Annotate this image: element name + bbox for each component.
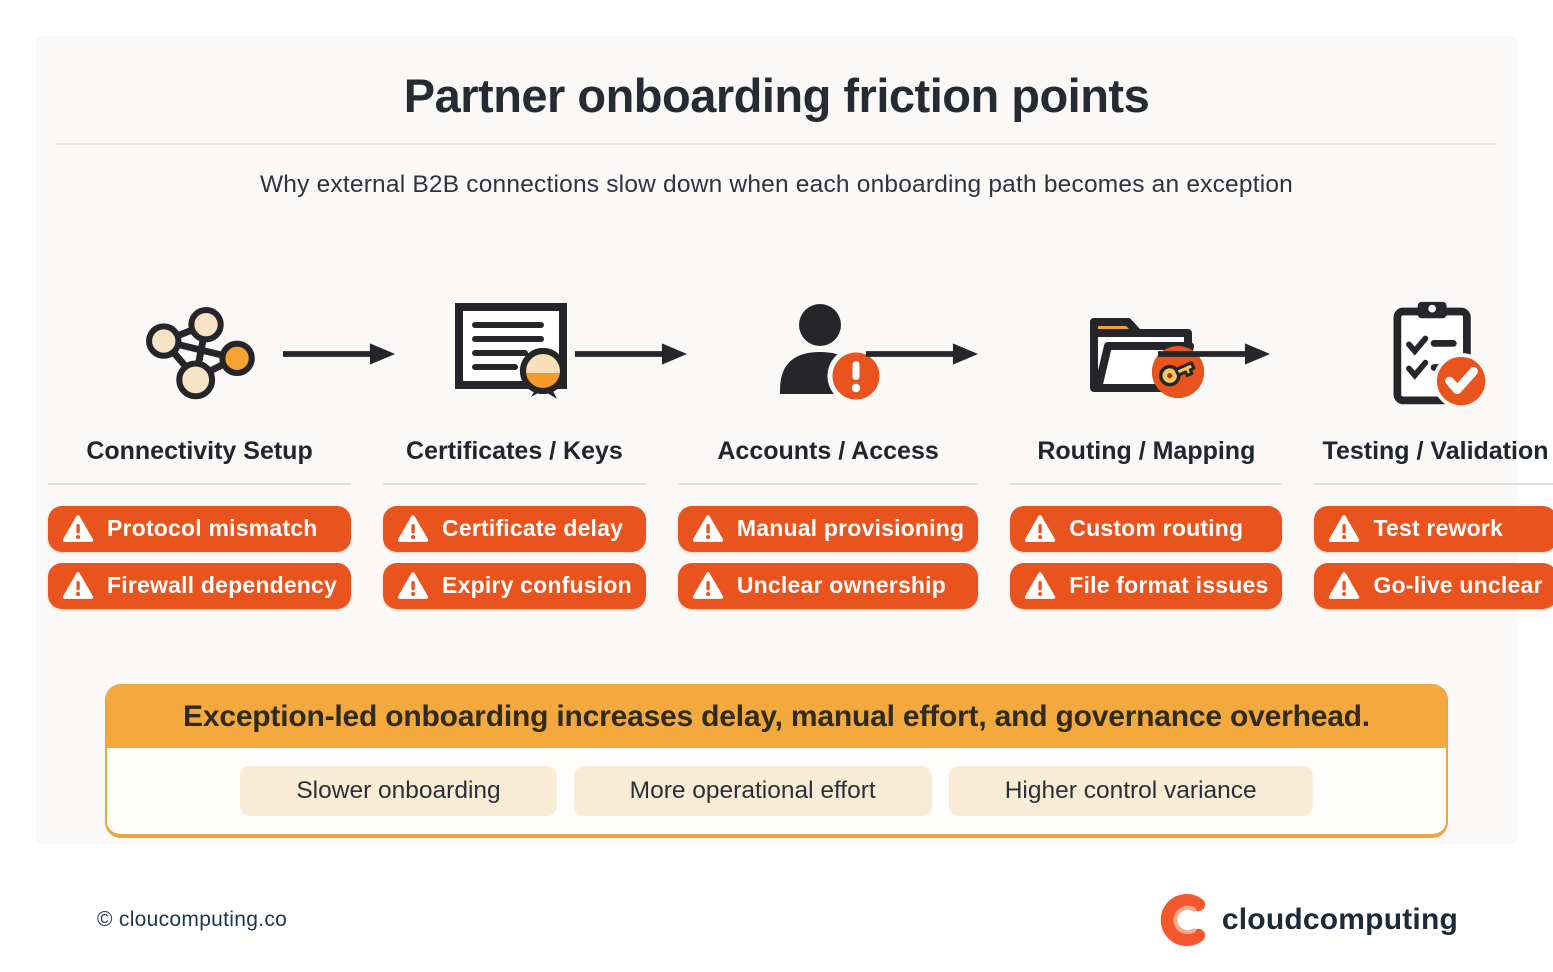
stage-accounts-access: Accounts / Access Manual provisioning Un…: [677, 297, 979, 609]
stage-label: Routing / Mapping: [1037, 436, 1256, 465]
outcome-pill: Higher control variance: [948, 766, 1313, 816]
warning-triangle-icon: [1025, 572, 1056, 600]
flow-arrow-icon: [574, 343, 687, 365]
summary-banner: Exception-led onboarding increases delay…: [105, 684, 1448, 838]
cloudcomputing-logo-icon: [1160, 894, 1206, 946]
warning-triangle-icon: [1329, 515, 1360, 543]
issue-label: Test rework: [1373, 515, 1504, 542]
certificate-seal-icon: [455, 302, 568, 399]
issue-badge: File format issues: [1010, 562, 1283, 609]
warning-triangle-icon: [692, 572, 723, 600]
outcome-pill: Slower onboarding: [240, 766, 557, 816]
column-divider: [48, 482, 352, 485]
stage-testing-validation: Testing / Validation Test rework Go-live…: [1314, 297, 1553, 609]
column-divider: [383, 482, 646, 485]
brand-lockup: cloudcomputing: [1158, 894, 1458, 946]
infographic-card: Partner onboarding friction points Why e…: [36, 36, 1553, 844]
issue-label: Certificate delay: [442, 515, 624, 542]
issue-label: Go-live unclear: [1373, 572, 1543, 599]
warning-triangle-icon: [62, 572, 94, 600]
issue-label: Unclear ownership: [736, 572, 947, 599]
issue-label: Custom routing: [1069, 515, 1244, 542]
warning-triangle-icon: [692, 515, 723, 543]
warning-triangle-icon: [62, 515, 94, 543]
warning-triangle-icon: [1329, 572, 1360, 600]
page-title: Partner onboarding friction points: [403, 69, 1150, 122]
issue-badge: Manual provisioning: [677, 505, 979, 552]
column-divider: [1010, 482, 1283, 485]
warning-triangle-icon: [397, 515, 429, 543]
warning-triangle-icon: [1025, 515, 1056, 543]
stage-certificates-keys: Certificates / Keys Certificate delay Ex…: [383, 297, 646, 609]
issue-badge: Expiry confusion: [383, 562, 646, 609]
column-divider: [677, 482, 979, 485]
stage-label: Accounts / Access: [717, 436, 939, 465]
issue-badge: Unclear ownership: [677, 562, 979, 609]
stage-connectivity-setup: Connectivity Setup Protocol mismatch Fir…: [48, 297, 352, 609]
flow-arrow-icon: [866, 343, 979, 365]
flow-arrow-icon: [1157, 343, 1270, 365]
issue-badge: Custom routing: [1010, 505, 1283, 552]
issue-label: File format issues: [1069, 572, 1269, 599]
clipboard-check-icon: [1393, 301, 1489, 409]
summary-headline: Exception-led onboarding increases delay…: [107, 686, 1446, 748]
stage-label: Testing / Validation: [1322, 436, 1549, 465]
issue-badge: Go-live unclear: [1314, 562, 1553, 609]
stages-flow: Connectivity Setup Protocol mismatch Fir…: [48, 297, 1553, 609]
network-nodes-icon: [145, 306, 255, 399]
issue-badge: Firewall dependency: [48, 562, 352, 609]
warning-triangle-icon: [397, 572, 429, 600]
folder-key-icon: [1090, 317, 1205, 398]
issue-label: Expiry confusion: [442, 572, 632, 599]
stage-label: Connectivity Setup: [86, 436, 313, 465]
issue-badge: Test rework: [1314, 505, 1553, 552]
column-divider: [1314, 482, 1553, 485]
issue-badge: Certificate delay: [383, 505, 646, 552]
brand-name: cloudcomputing: [1221, 903, 1458, 936]
issue-badge: Protocol mismatch: [48, 505, 352, 552]
issue-label: Firewall dependency: [107, 572, 338, 599]
title-divider: [56, 142, 1497, 145]
flow-arrow-icon: [283, 343, 396, 365]
user-alert-icon: [780, 303, 885, 405]
stage-label: Certificates / Keys: [406, 436, 623, 465]
stage-routing-mapping: Routing / Mapping Custom routing File fo…: [1010, 297, 1283, 609]
outcome-pill: More operational effort: [573, 766, 932, 816]
summary-outcomes: Slower onboarding More operational effor…: [107, 748, 1446, 834]
issue-label: Protocol mismatch: [107, 515, 318, 542]
copyright-text: © cloucomputing.co: [97, 908, 288, 931]
page-subtitle: Why external B2B connections slow down w…: [259, 170, 1294, 198]
issue-label: Manual provisioning: [736, 515, 965, 542]
